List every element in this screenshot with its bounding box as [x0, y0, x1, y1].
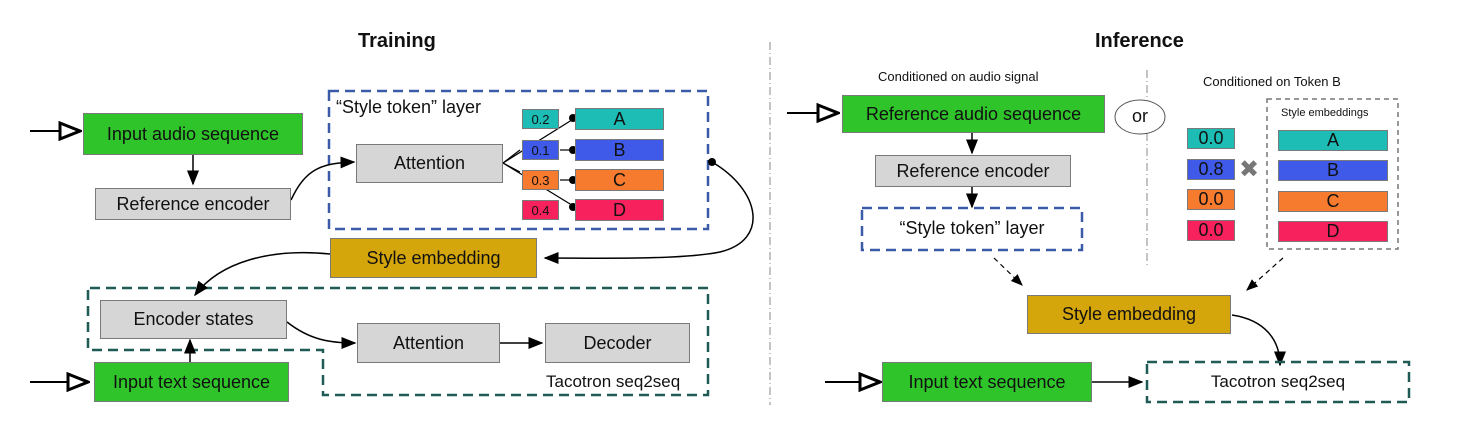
- token-weight-b: 0.1: [522, 140, 559, 160]
- reference-encoder-box: Reference encoder: [95, 188, 291, 220]
- input-audio-sequence-box: Input audio sequence: [83, 113, 303, 155]
- encoder-states-box: Encoder states: [100, 300, 287, 339]
- inference-tacotron-label: Tacotron seq2seq: [1210, 372, 1346, 391]
- or-label: or: [1131, 106, 1148, 126]
- token-weight-c: 0.3: [522, 170, 559, 190]
- inference-weight-a: 0.0: [1187, 128, 1235, 149]
- inference-weight-b: 0.8: [1187, 159, 1235, 180]
- inference-token-d: D: [1278, 221, 1388, 242]
- inference-token-b: B: [1278, 160, 1388, 181]
- token-b: B: [575, 139, 664, 161]
- decoder-attention-box: Attention: [357, 323, 500, 363]
- inference-style-embedding-box: Style embedding: [1027, 295, 1231, 334]
- or-ellipse: [1114, 99, 1166, 135]
- token-weight-d: 0.4: [522, 200, 559, 220]
- audio-condition-caption: Conditioned on audio signal: [878, 69, 1039, 84]
- reference-audio-sequence-box: Reference audio sequence: [842, 95, 1105, 133]
- tacotron-frame: [86, 286, 710, 397]
- inference-tacotron-frame: [1145, 360, 1411, 404]
- tacotron-label: Tacotron seq2seq: [546, 372, 681, 391]
- multiply-icon: ✖: [1239, 156, 1260, 183]
- inference-input-text-box: Input text sequence: [882, 362, 1092, 402]
- input-text-sequence-box: Input text sequence: [94, 362, 289, 402]
- token-weight-a: 0.2: [522, 109, 559, 129]
- style-embeddings-frame: [1266, 98, 1399, 250]
- training-title: Training: [358, 30, 436, 52]
- token-c: C: [575, 169, 664, 191]
- style-embedding-box: Style embedding: [330, 238, 537, 278]
- style-token-layer-frame: [327, 89, 710, 231]
- inference-title: Inference: [1095, 30, 1184, 52]
- inference-token-a: A: [1278, 130, 1388, 151]
- inference-token-c: C: [1278, 191, 1388, 212]
- decoder-box: Decoder: [545, 323, 690, 363]
- inference-weight-d: 0.0: [1187, 220, 1235, 241]
- token-condition-caption: Conditioned on Token B: [1203, 74, 1341, 89]
- style-token-layer-label: “Style token” layer: [336, 97, 482, 117]
- inference-weight-c: 0.0: [1187, 189, 1235, 210]
- style-embeddings-title: Style embeddings: [1281, 107, 1369, 119]
- inference-style-token-frame: [860, 206, 1084, 252]
- inference-reference-encoder-box: Reference encoder: [875, 155, 1071, 187]
- token-a: A: [575, 108, 664, 130]
- token-d: D: [575, 199, 664, 221]
- inference-style-token-label: “Style token” layer: [899, 218, 1045, 238]
- attention-box: Attention: [356, 144, 503, 183]
